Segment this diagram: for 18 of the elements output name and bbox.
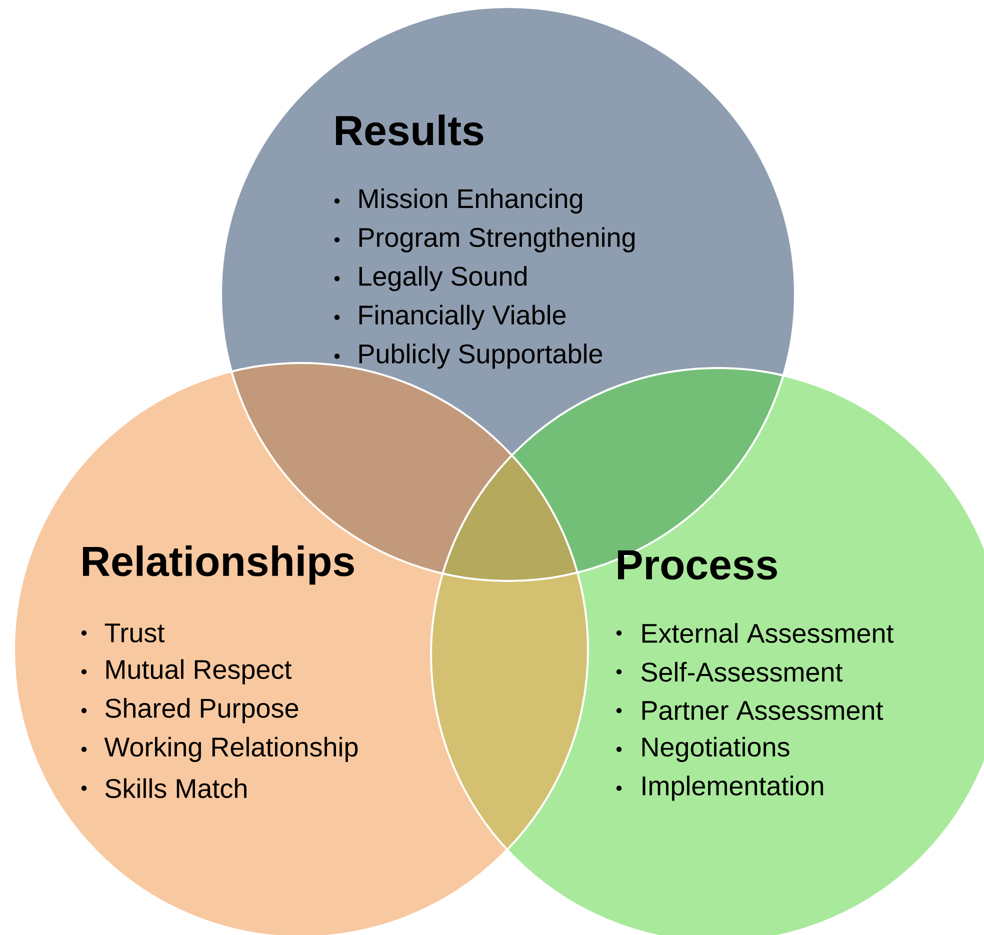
bullet-item: Negotiations: [642, 736, 790, 762]
bullet-item: Skills Match: [105, 778, 246, 798]
bullet-item: Publicly Supportable: [359, 344, 602, 369]
bullet-item: Shared Purpose: [105, 698, 298, 724]
circle-heading: Process: [618, 550, 777, 580]
bullet-item: Mutual Respect: [106, 659, 292, 684]
bullet-item: External Assessment: [642, 623, 894, 643]
bullet-item: Trust: [104, 624, 165, 642]
circle-heading: Relationships: [83, 545, 354, 585]
bullet-item: Financially Viable: [359, 304, 566, 330]
bullet-item: Self-Assessment: [641, 662, 843, 682]
bullet-item: Partner Assessment: [642, 701, 884, 720]
bullet-item: Legally Sound: [359, 266, 527, 292]
bullet-item: Program Strengthening: [359, 227, 635, 252]
circle-heading: Results: [336, 114, 484, 146]
bullet-item: Implementation: [642, 776, 824, 801]
bullet-item: Mission Enhancing: [359, 188, 582, 214]
bullet-item: Working Relationship: [104, 736, 358, 762]
